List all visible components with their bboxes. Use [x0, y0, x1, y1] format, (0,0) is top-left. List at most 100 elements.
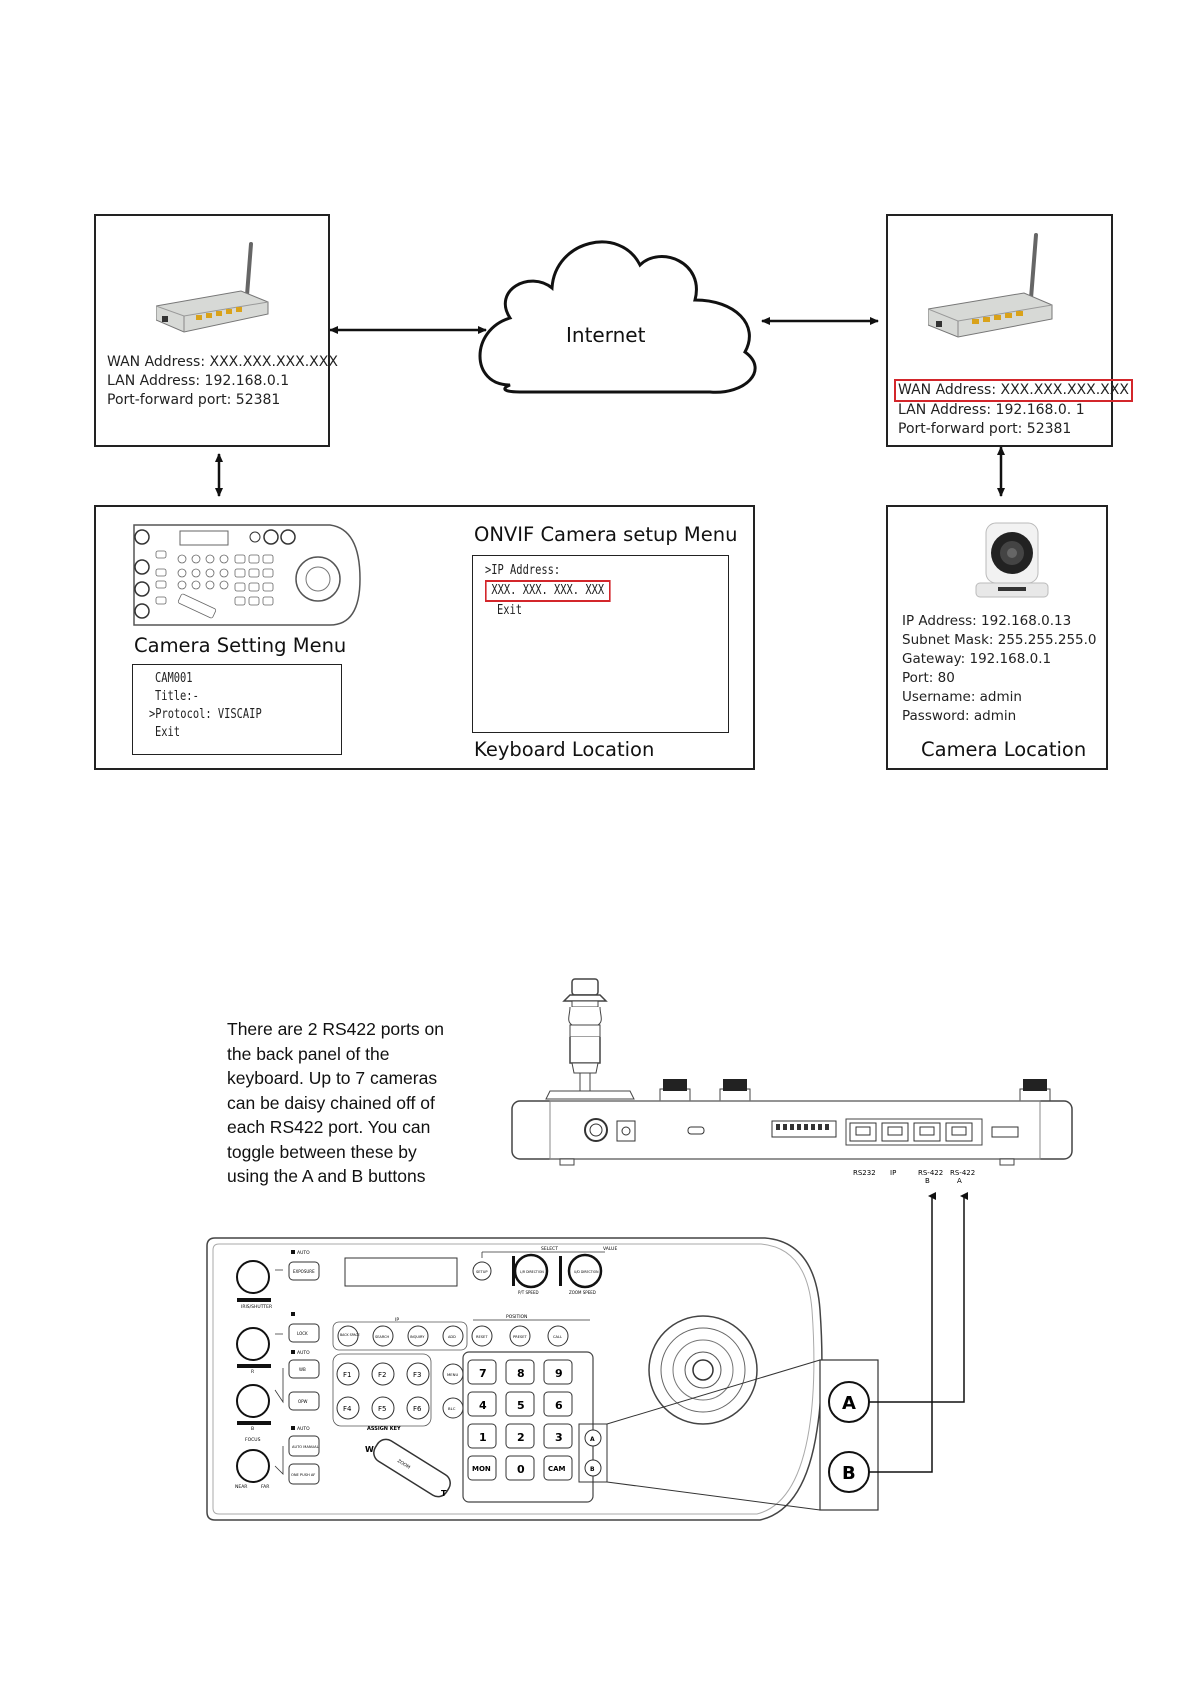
mon-label: MON: [472, 1465, 491, 1473]
internet-label: Internet: [566, 323, 646, 347]
wb-button[interactable]: [288, 1359, 320, 1379]
search-button[interactable]: [372, 1325, 394, 1347]
router-right-box: WAN Address: XXX.XXX.XXX.XXX LAN Address…: [886, 214, 1133, 447]
preset-button[interactable]: [509, 1325, 531, 1347]
camera-location-label: Camera Location: [921, 738, 1087, 761]
key-3[interactable]: [543, 1423, 573, 1449]
select-label: SELECT: [541, 1246, 558, 1252]
value-label: VALUE: [603, 1246, 617, 1252]
zoom-t-label: T: [441, 1489, 447, 1498]
port-label: RS232: [853, 1169, 876, 1177]
pt-speed-label: P/T SPEED: [518, 1290, 539, 1295]
key-9[interactable]: [543, 1359, 573, 1385]
key-2[interactable]: [505, 1423, 535, 1449]
r-knob[interactable]: [236, 1327, 270, 1361]
key-label: 6: [555, 1399, 563, 1412]
auto-label: AUTO: [297, 1250, 310, 1256]
router-icon: [928, 233, 1053, 338]
f1-button[interactable]: [336, 1362, 360, 1386]
opw-label: OPW: [298, 1399, 308, 1404]
f4-button[interactable]: [336, 1396, 360, 1420]
add-button[interactable]: [442, 1325, 464, 1347]
reset-label: RESET: [476, 1335, 488, 1339]
f6-button[interactable]: [406, 1396, 430, 1420]
ud-direction-knob[interactable]: [567, 1253, 603, 1289]
cam-key[interactable]: [543, 1455, 573, 1481]
key-6[interactable]: [543, 1391, 573, 1417]
mon-key[interactable]: [467, 1455, 497, 1481]
note-line: using the A and B buttons: [227, 1166, 426, 1186]
camera-setting-menu: CAM001 Title:- >Protocol: VISCAIP Exit: [132, 664, 342, 755]
router-left-port: Port-forward port: 52381: [107, 392, 281, 408]
onvif-menu: >IP Address: XXX. XXX. XXX. XXX Exit: [472, 555, 729, 733]
camera-port: Port: 80: [902, 670, 955, 686]
joystick-cap: [571, 978, 599, 996]
key-5[interactable]: [505, 1391, 535, 1417]
key-label: 1: [479, 1431, 487, 1444]
rj45-port-rs422-b: [913, 1122, 941, 1142]
exposure-button[interactable]: [288, 1261, 320, 1281]
port-sub-label: B: [925, 1177, 930, 1185]
ptz-camera-icon: [975, 522, 1049, 598]
joystick-handle: [569, 1037, 601, 1064]
focus-knob[interactable]: [236, 1449, 270, 1483]
lr-direction-label: L/R DIRECTION: [520, 1270, 544, 1274]
f5-button[interactable]: [371, 1396, 395, 1420]
camera-password: Password: admin: [902, 708, 1017, 724]
internet-cloud: [478, 240, 757, 394]
key-label: 7: [479, 1367, 487, 1380]
zoom-rocker[interactable]: [370, 1436, 454, 1501]
call-button[interactable]: [547, 1325, 569, 1347]
zoom-speed-label: ZOOM SPEED: [569, 1290, 596, 1295]
key-4[interactable]: [467, 1391, 497, 1417]
b-knob[interactable]: [236, 1384, 270, 1418]
key-1[interactable]: [467, 1423, 497, 1449]
key-label: 9: [555, 1367, 563, 1380]
search-label: SEARCH: [375, 1335, 390, 1339]
port-label: RS-422: [918, 1169, 943, 1177]
auto-manual-button[interactable]: [288, 1435, 320, 1457]
f1-label: F1: [343, 1371, 351, 1379]
near-label: NEAR: [235, 1484, 247, 1490]
b-label: B: [251, 1426, 254, 1432]
back-space-button[interactable]: [337, 1325, 359, 1347]
port-sub-label: A: [957, 1177, 962, 1185]
keyboard-thumbnail: [133, 524, 361, 626]
camera-ip: IP Address: 192.168.0.13: [902, 613, 1072, 629]
usb-port: [991, 1126, 1019, 1138]
key-label: 8: [517, 1367, 525, 1380]
key-8[interactable]: [505, 1359, 535, 1385]
back-space-label: BACK SPACE: [340, 1333, 360, 1337]
router-icon: [156, 242, 269, 333]
key-7[interactable]: [467, 1359, 497, 1385]
setup-button[interactable]: [472, 1261, 492, 1281]
knob-icon: [1019, 1079, 1051, 1102]
onvif-title: ONVIF Camera setup Menu: [474, 523, 738, 546]
inquiry-button[interactable]: [407, 1325, 429, 1347]
inquiry-label: INQUIRY: [410, 1335, 425, 1339]
keyboard-location-box: Camera Setting Menu CAM001 Title:- >Prot…: [94, 505, 755, 770]
one-push-af-button[interactable]: [288, 1463, 320, 1485]
reset-button[interactable]: [471, 1325, 493, 1347]
b-button-small[interactable]: [584, 1459, 602, 1477]
add-label: ADD: [448, 1335, 456, 1339]
lr-direction-knob[interactable]: [513, 1253, 549, 1289]
key-0[interactable]: [505, 1455, 535, 1481]
b-callout-label: B: [842, 1463, 856, 1484]
f2-button[interactable]: [371, 1362, 395, 1386]
power-jack: [584, 1118, 608, 1142]
lock-button[interactable]: [288, 1323, 320, 1343]
f3-button[interactable]: [406, 1362, 430, 1386]
router-left-lan: LAN Address: 192.168.0.1: [107, 373, 290, 389]
auto-label: AUTO: [297, 1350, 310, 1356]
keyboard-front-panel: IRIS/SHUTTER R B FOCUS NEAR FAR AUTO EXP…: [206, 1237, 879, 1521]
joystick-top[interactable]: [648, 1315, 758, 1425]
camera-gateway: Gateway: 192.168.0.1: [902, 651, 1052, 667]
keyboard-location-label: Keyboard Location: [474, 738, 655, 761]
camera-location-box: IP Address: 192.168.0.13 Subnet Mask: 25…: [886, 505, 1108, 770]
a-button-small[interactable]: [584, 1429, 602, 1447]
note-line: There are 2 RS422 ports on: [227, 1019, 444, 1039]
iris-knob[interactable]: [236, 1260, 270, 1294]
key-label: 5: [517, 1399, 525, 1412]
opw-button[interactable]: [288, 1391, 320, 1411]
